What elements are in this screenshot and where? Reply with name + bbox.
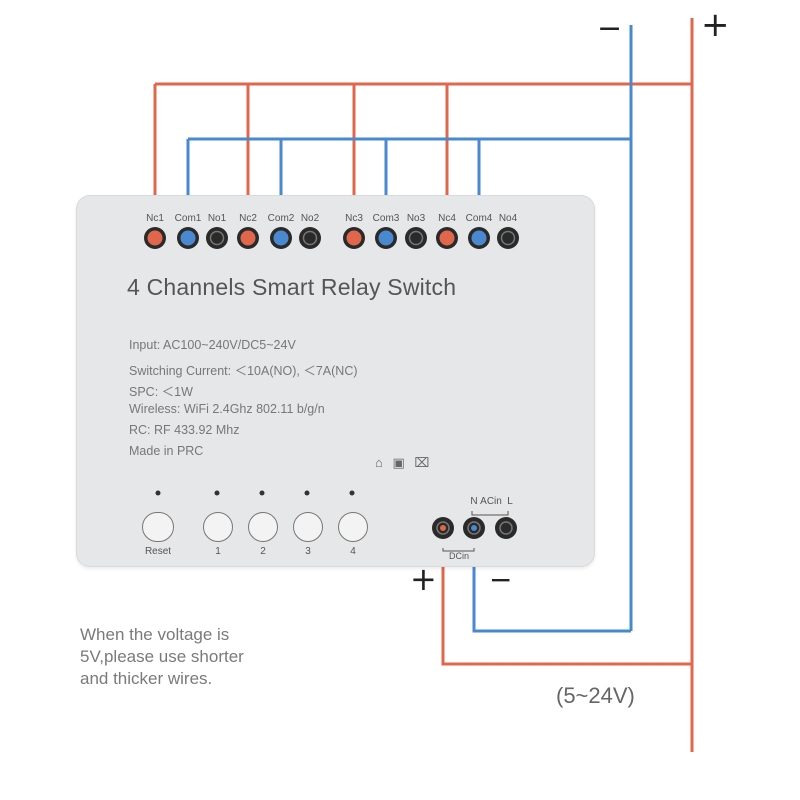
dc-positive-wire — [441, 528, 692, 666]
terminal-label-nc4: Nc4 — [438, 213, 456, 224]
relay-device — [76, 195, 595, 567]
terminal-label-com1: Com1 — [174, 213, 202, 224]
channel-4-button[interactable] — [338, 512, 368, 542]
terminal-label-nc3: Nc3 — [345, 213, 363, 224]
spec-origin: Made in PRC — [129, 444, 204, 458]
power-label-ac-in: ACin — [480, 496, 502, 507]
terminal-label-com3: Com3 — [372, 213, 400, 224]
reset-button[interactable] — [142, 512, 174, 542]
dc-positive-sign: + — [410, 560, 437, 598]
negative-sign: − — [597, 11, 623, 46]
channel-2-button[interactable] — [248, 512, 278, 542]
channel-4-label: 4 — [350, 546, 356, 557]
device-title: 4 Channels Smart Relay Switch — [127, 274, 457, 300]
positive-sign: + — [701, 5, 730, 45]
voltage-range-label: (5~24V) — [556, 683, 635, 708]
spec-power-consumption: SPC: ＜1W — [129, 385, 193, 399]
power-label-l: L — [507, 496, 513, 507]
channel-1-label: 1 — [215, 546, 221, 557]
terminal-label-com4: Com4 — [465, 213, 493, 224]
dc-negative-sign: − — [489, 563, 513, 596]
channel-3-label: 3 — [305, 546, 311, 557]
reset-button-label: Reset — [144, 546, 172, 557]
spec-wireless: Wireless: WiFi 2.4Ghz 802.11 b/g/n — [129, 402, 325, 416]
power-label-n: N — [470, 496, 478, 507]
terminal-label-com2: Com2 — [267, 213, 295, 224]
spec-switching-current: Switching Current: ＜10A(NO), ＜7A(NC) — [129, 364, 358, 378]
terminal-label-nc1: Nc1 — [146, 213, 164, 224]
voltage-note-line-3: and thicker wires. — [80, 669, 213, 688]
terminal-label-no3: No3 — [406, 213, 426, 224]
voltage-note: When the voltage is 5V,please use shorte… — [80, 624, 244, 690]
channel-2-label: 2 — [260, 546, 266, 557]
certification-icons: ⌂ ▣ ⌧ — [375, 455, 433, 470]
terminal-label-no4: No4 — [498, 213, 518, 224]
spec-rf: RC: RF 433.92 Mhz — [129, 423, 240, 437]
terminal-label-no2: No2 — [300, 213, 320, 224]
channel-3-button[interactable] — [293, 512, 323, 542]
spec-input: Input: AC100~240V/DC5~24V — [129, 338, 296, 352]
terminal-label-no1: No1 — [207, 213, 227, 224]
terminal-label-nc2: Nc2 — [239, 213, 257, 224]
power-label-dc-in: DCin — [448, 551, 470, 561]
channel-1-button[interactable] — [203, 512, 233, 542]
voltage-note-line-2: 5V,please use shorter — [80, 647, 244, 666]
voltage-note-line-1: When the voltage is — [80, 625, 230, 644]
